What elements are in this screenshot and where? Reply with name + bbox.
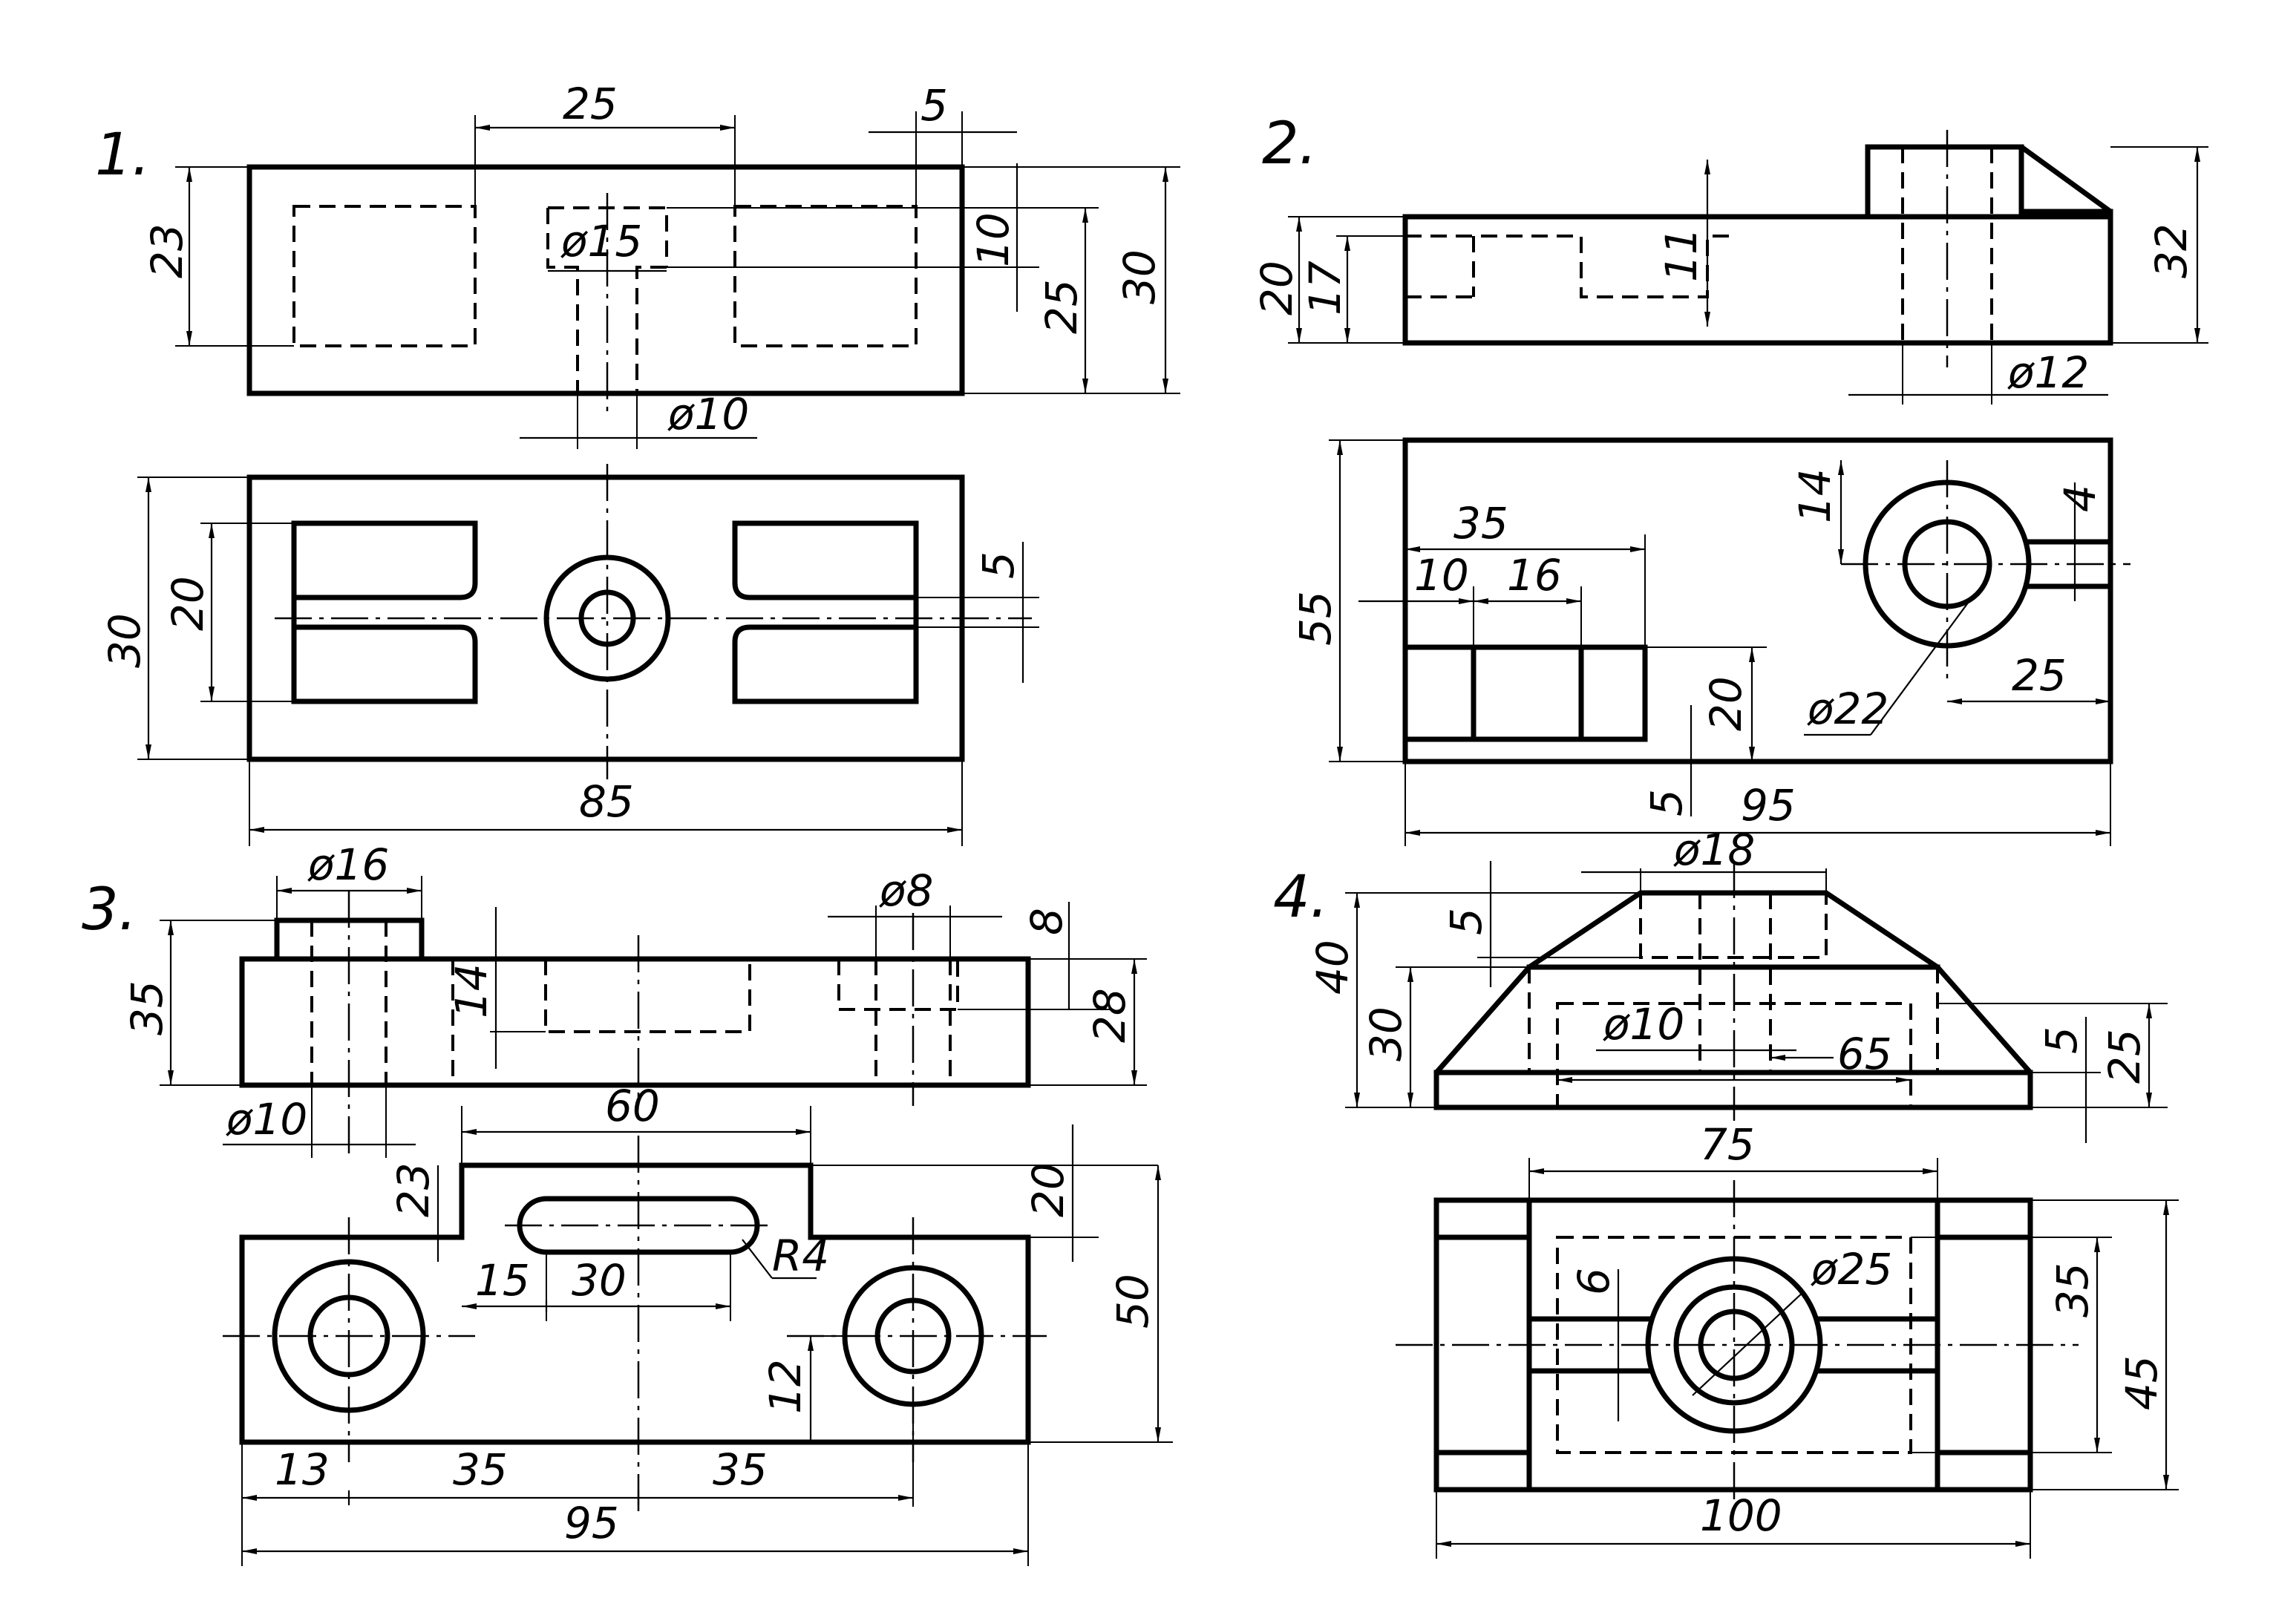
hidden-counterbore xyxy=(546,206,668,393)
exercise-1: 1. 25 5 23 ø15 10 xyxy=(95,79,1180,846)
dimension-text: 5 xyxy=(973,551,1024,579)
dimension-text: 100 xyxy=(1700,1490,1782,1541)
dimension-text: 32 xyxy=(2146,223,2197,278)
hidden-boss xyxy=(1639,893,1828,959)
dimension-text: R4 xyxy=(772,1231,829,1281)
dimension-text: 95 xyxy=(1741,780,1796,831)
dimension-text: 35 xyxy=(2047,1263,2098,1317)
dimension-text: 23 xyxy=(142,223,192,278)
dimension-text: 16 xyxy=(1507,550,1562,600)
dimension-text: 20 xyxy=(163,576,213,631)
pocket-lower-right xyxy=(732,624,919,704)
dimension-text: 65 xyxy=(1837,1029,1892,1079)
dimension-text: 45 xyxy=(2116,1355,2167,1410)
dimension-text: 14 xyxy=(1790,468,1840,523)
top-view: 75 6 ø25 35 45 100 xyxy=(1396,1119,2179,1559)
dimension-text: 13 xyxy=(275,1444,330,1495)
exercise-3: 3. ø16 ø8 8 35 xyxy=(82,839,1173,1566)
top-view-outline xyxy=(239,1162,1031,1445)
dimension-text: 12 xyxy=(760,1359,811,1414)
dimension-text: 5 xyxy=(1641,789,1692,816)
dimension-text: ø25 xyxy=(1811,1244,1892,1294)
dimension-text: 11 xyxy=(1656,227,1707,282)
top-view: 5 20 30 85 xyxy=(99,464,1039,846)
slot-edge xyxy=(1526,1316,1940,1374)
dimension-text: 30 xyxy=(1361,1006,1411,1061)
hidden-counterbore xyxy=(837,959,959,1085)
dimension-text: 25 xyxy=(2012,650,2067,701)
dimension-text: 35 xyxy=(1453,498,1508,549)
dimension-text: 25 xyxy=(2099,1029,2150,1084)
dimension-text: 28 xyxy=(1085,988,1135,1043)
dimension-text: 95 xyxy=(564,1498,619,1548)
dimension-text: 35 xyxy=(453,1444,508,1495)
dimension-text: 25 xyxy=(1036,279,1087,334)
dimension-text: 30 xyxy=(1114,249,1165,304)
exercise-number: 1. xyxy=(95,122,150,189)
dimension-text: 35 xyxy=(122,980,172,1035)
top-view: 60 23 20 15 30 R4 50 12 xyxy=(223,1081,1173,1566)
dimension-text: 23 xyxy=(388,1162,439,1217)
dimension-text: 60 xyxy=(605,1081,660,1131)
dimension-text: ø12 xyxy=(2007,347,2089,398)
dimension-text: ø8 xyxy=(879,865,933,916)
dimension-text: ø16 xyxy=(307,839,389,890)
dimension-text: 20 xyxy=(1023,1162,1073,1217)
pocket-upper-right xyxy=(732,520,919,600)
dimension-text: 20 xyxy=(1701,676,1751,731)
dimension-text: ø10 xyxy=(1603,999,1684,1050)
dimension-text: 50 xyxy=(1108,1274,1158,1329)
leader-line xyxy=(742,1239,773,1279)
dimension-text: 15 xyxy=(475,1255,530,1306)
dimension-text: 5 xyxy=(920,80,948,131)
front-view-outline xyxy=(246,164,965,396)
exercise-4: 4. ø18 5 40 30 xyxy=(1273,825,2179,1559)
front-view: ø16 ø8 8 35 14 28 ø10 xyxy=(122,839,1147,1158)
dimension-text: 6 xyxy=(1569,1268,1619,1295)
hidden-pocket-left xyxy=(292,205,477,347)
exercise-number: 3. xyxy=(82,877,137,943)
top-view: 14 4 35 10 16 55 20 ø22 25 xyxy=(1290,437,2131,846)
dimension-text: 4 xyxy=(2055,485,2105,512)
front-view: 20 17 11 32 ø12 xyxy=(1252,130,2208,405)
dimension-text: ø15 xyxy=(560,216,642,266)
pocket-lower-left xyxy=(291,624,478,704)
dimension-text: 8 xyxy=(1021,908,1072,935)
dimension-text: ø18 xyxy=(1673,825,1755,875)
dimension-text: 75 xyxy=(1700,1119,1755,1170)
dimension-text: ø10 xyxy=(226,1094,307,1145)
dimension-text: 35 xyxy=(713,1444,768,1495)
dimension-text: ø10 xyxy=(667,389,749,439)
dimension-text: ø22 xyxy=(1807,684,1889,734)
dimension-text: 30 xyxy=(572,1255,627,1306)
slot-feature xyxy=(1402,644,1648,742)
front-view-outline xyxy=(1402,144,2113,346)
dimension-text: 17 xyxy=(1300,261,1350,315)
exercise-number: 2. xyxy=(1262,111,1317,177)
front-view: ø18 5 40 30 ø10 65 5 25 xyxy=(1307,825,2168,1143)
leader-line xyxy=(1870,593,1975,736)
dimension-text: 5 xyxy=(1441,908,1491,935)
dimension-text: 10 xyxy=(1414,550,1469,600)
exercise-2: 2. 20 17 11 32 xyxy=(1252,111,2208,846)
pocket-upper-left xyxy=(291,520,478,600)
front-view: 25 5 23 ø15 10 25 30 ø10 xyxy=(142,79,1180,449)
dimension-text: 5 xyxy=(2036,1027,2087,1054)
leader-line xyxy=(1692,1291,1805,1396)
dimension-text: 10 xyxy=(968,212,1018,267)
hidden-slot xyxy=(451,959,751,1085)
dimension-text: 85 xyxy=(579,776,634,827)
exercise-number: 4. xyxy=(1273,864,1328,931)
front-view-outline xyxy=(239,917,1031,1088)
dimension-text: 20 xyxy=(1252,261,1302,315)
dimension-text: 55 xyxy=(1290,591,1341,646)
hidden-pocket-right xyxy=(733,205,918,347)
slot-edge xyxy=(2026,539,2113,589)
dimension-text: 14 xyxy=(446,963,497,1018)
dimension-text: 30 xyxy=(99,613,150,668)
dimension-text: 25 xyxy=(563,79,618,129)
dimension-text: 40 xyxy=(1307,940,1358,995)
